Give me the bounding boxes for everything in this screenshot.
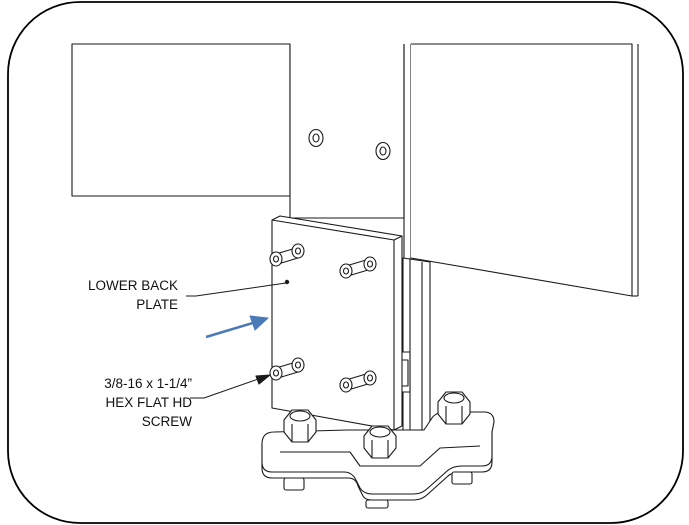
foot-2 bbox=[365, 499, 389, 509]
panel-screw-1 bbox=[308, 128, 324, 148]
callout-hex-screw-line2: HEX FLAT HD bbox=[105, 395, 192, 410]
leader-line-plate bbox=[186, 282, 287, 297]
foot-1 bbox=[283, 477, 305, 491]
callout-hex-screw-line1: 3/8-16 x 1-1/4” bbox=[104, 376, 192, 391]
callout-hex-screw: 3/8-16 x 1-1/4” HEX FLAT HD SCREW bbox=[22, 374, 192, 431]
direction-arrow-shaft bbox=[205, 320, 257, 339]
callout-hex-screw-line3: SCREW bbox=[141, 414, 192, 429]
right-back-panel bbox=[410, 43, 633, 297]
direction-arrow-head bbox=[249, 315, 269, 331]
plate-screw-2 bbox=[339, 256, 377, 279]
panel-screw-2 bbox=[375, 141, 391, 161]
hex-nut-1 bbox=[283, 409, 317, 443]
lower-back-plate bbox=[271, 215, 403, 431]
plate-edge bbox=[393, 235, 403, 241]
leader-arrowhead-screw bbox=[255, 374, 271, 385]
callout-lower-back-plate-line2: PLATE bbox=[136, 297, 178, 312]
plate-screw-3 bbox=[269, 357, 305, 381]
plate-screw-4 bbox=[339, 370, 377, 393]
hex-nut-3 bbox=[437, 391, 471, 425]
callout-lower-back-plate: LOWER BACK PLATE bbox=[40, 276, 178, 314]
leader-line-screw bbox=[190, 376, 265, 399]
plate-screw-1 bbox=[269, 243, 305, 267]
back-panel-assembly bbox=[71, 43, 639, 297]
hex-nut-2 bbox=[363, 425, 397, 459]
foot-3 bbox=[451, 471, 473, 485]
center-panel bbox=[289, 44, 405, 219]
left-back-panel bbox=[71, 43, 291, 197]
callout-lower-back-plate-line1: LOWER BACK bbox=[87, 278, 178, 293]
